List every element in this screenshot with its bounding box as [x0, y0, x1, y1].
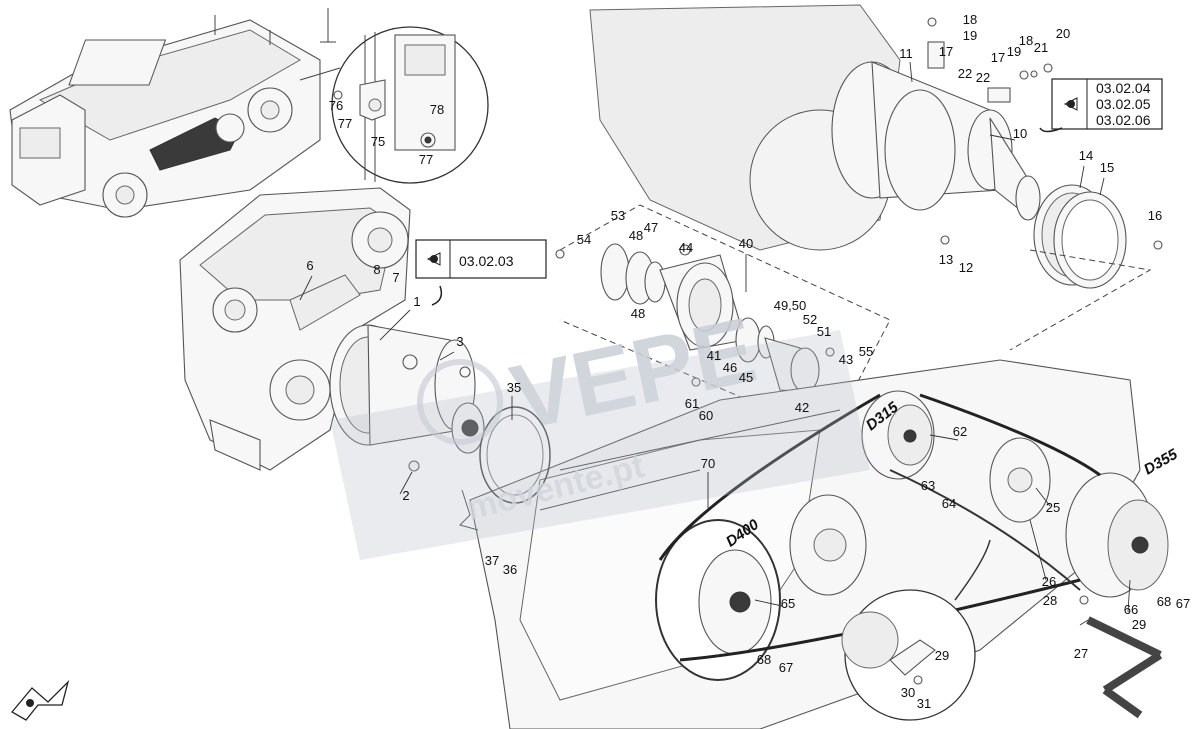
detail-circle-bottom [841, 539, 991, 721]
leader-lines [299, 61, 1131, 613]
seal-rings [1009, 184, 1163, 351]
part-callout: 25 [1046, 500, 1060, 515]
part-callout: 55 [859, 344, 873, 359]
part-callout: 48 [631, 306, 645, 321]
part-callout: 6 [306, 258, 313, 273]
large-flange [989, 437, 1051, 523]
part-callout: 63 [921, 478, 935, 493]
pulley-d315 [861, 390, 935, 480]
detail-circle-top [299, 8, 489, 184]
part-callout: 75 [371, 134, 385, 149]
part-callout: 17 [939, 44, 953, 59]
part-callout: 3 [456, 334, 463, 349]
part-callout: 36 [503, 562, 517, 577]
part-callout: 77 [419, 152, 433, 167]
orientation-arrow-icon [11, 679, 70, 721]
ref-03-02-05[interactable]: 03.02.05 [1096, 96, 1151, 112]
part-callout: 47 [644, 220, 658, 235]
part-callout: 53 [611, 208, 625, 223]
part-callout: 29 [935, 648, 949, 663]
part-callout: 78 [430, 102, 444, 117]
belts [658, 393, 1101, 662]
part-callout: 54 [577, 232, 591, 247]
part-callout: 42 [795, 400, 809, 415]
part-callout: 8 [373, 262, 380, 277]
ref-03-02-03[interactable]: 03.02.03 [459, 253, 514, 269]
ref-03-02-06[interactable]: 03.02.06 [1096, 112, 1151, 128]
pulley-d355 [1065, 472, 1169, 598]
reference-box-top [1039, 78, 1163, 133]
part-callout: 66 [1124, 602, 1138, 617]
part-callout: 62 [953, 424, 967, 439]
ref-03-02-04[interactable]: 03.02.04 [1096, 80, 1151, 96]
part-callout: 13 [939, 252, 953, 267]
part-callout: 52 [803, 312, 817, 327]
part-callout: 29 [1132, 617, 1146, 632]
part-callout: 19 [1007, 44, 1021, 59]
part-callout: 61 [685, 396, 699, 411]
part-callout: 77 [338, 116, 352, 131]
part-callout: 45 [739, 370, 753, 385]
part-callout: 27 [1074, 646, 1088, 661]
part-callout: 18 [1019, 33, 1033, 48]
part-callout: 40 [739, 236, 753, 251]
part-callout: 67 [1176, 596, 1190, 611]
part-callout: 49,50 [774, 298, 807, 313]
part-callout: 7 [392, 270, 399, 285]
part-callout: 31 [917, 696, 931, 711]
part-callout: 48 [629, 228, 643, 243]
part-callout: 12 [959, 260, 973, 275]
part-callout: 44 [679, 240, 693, 255]
watermark: VEPE movente.pt [330, 299, 870, 560]
part-callout: 30 [901, 685, 915, 700]
part-callout: 43 [839, 352, 853, 367]
part-callout: 60 [699, 408, 713, 423]
part-callout: 14 [1079, 148, 1093, 163]
part-callout: 20 [1056, 26, 1070, 41]
part-callout: 22 [958, 66, 972, 81]
part-callout: 1 [413, 294, 420, 309]
part-callout: 10 [1013, 126, 1027, 141]
reference-box-mid [415, 239, 547, 306]
part-callout: 11 [899, 46, 913, 61]
pulley-d400 [655, 519, 781, 681]
part-callout: 51 [817, 324, 831, 339]
belt-diameter-label: D355 [1141, 445, 1181, 478]
part-callout: 15 [1100, 160, 1114, 175]
part-callout: 46 [723, 360, 737, 375]
gearbox-housing [179, 187, 411, 471]
part-callout: 64 [942, 496, 956, 511]
part-callout: 2 [402, 488, 409, 503]
part-callout: 67 [779, 660, 793, 675]
part-callout: 18 [963, 12, 977, 27]
part-callout: 21 [1034, 40, 1048, 55]
part-callout: 68 [757, 652, 771, 667]
part-callout: 37 [485, 553, 499, 568]
vehicle-overview [9, 15, 321, 218]
part-callout: 28 [1043, 593, 1057, 608]
part-callout: 19 [963, 28, 977, 43]
part-callout: 22 [976, 70, 990, 85]
part-callout: 17 [991, 50, 1005, 65]
part-callout: 70 [701, 456, 715, 471]
part-callout: 76 [329, 98, 343, 113]
rotor-drum [589, 4, 1041, 251]
part-callout: 68 [1157, 594, 1171, 609]
part-callout: 16 [1148, 208, 1162, 223]
part-callout: 41 [707, 348, 721, 363]
middle-pulley [789, 494, 867, 596]
part-callout: 26 [1042, 574, 1056, 589]
sensor-parts [927, 17, 1053, 103]
gasket [459, 406, 551, 531]
part-callout: 35 [507, 380, 521, 395]
crank-handle [1079, 595, 1163, 719]
part-callout: 65 [781, 596, 795, 611]
